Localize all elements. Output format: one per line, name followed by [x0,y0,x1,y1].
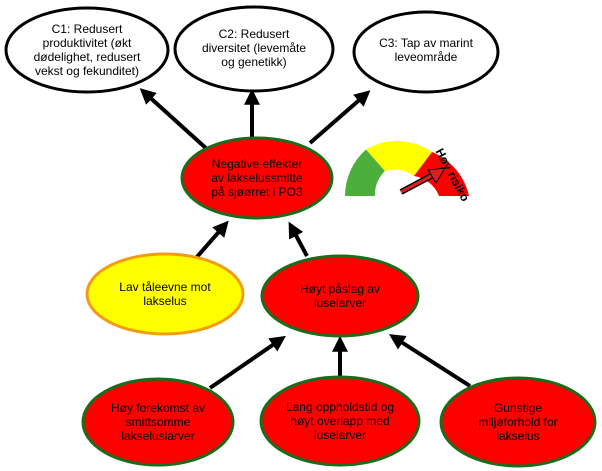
node-c1 [4,6,170,94]
arrow-hoyt-to-central [288,221,309,257]
node-c2 [173,5,335,93]
node-lav-taleevne [85,252,245,336]
arrow-lav-to-central [194,220,229,260]
node-miljoforhold [439,376,597,468]
node-hoyt-paslag [260,254,420,338]
node-oppholdstid [259,375,421,467]
arrow-central-to-c3 [308,90,371,145]
gauge-low-segment [345,149,385,196]
risk-gauge [345,141,469,196]
node-c3 [352,10,500,94]
node-forekomst [81,377,235,467]
arrow-central-to-c1 [139,88,210,152]
gauge-needle-icon [399,167,446,195]
arrow-forekomst-to-hoyt [208,335,286,390]
gauge-medium-segment [366,141,432,176]
arrows [139,88,472,390]
arrow-miljo-to-hoyt [388,334,472,388]
node-central [180,136,334,220]
